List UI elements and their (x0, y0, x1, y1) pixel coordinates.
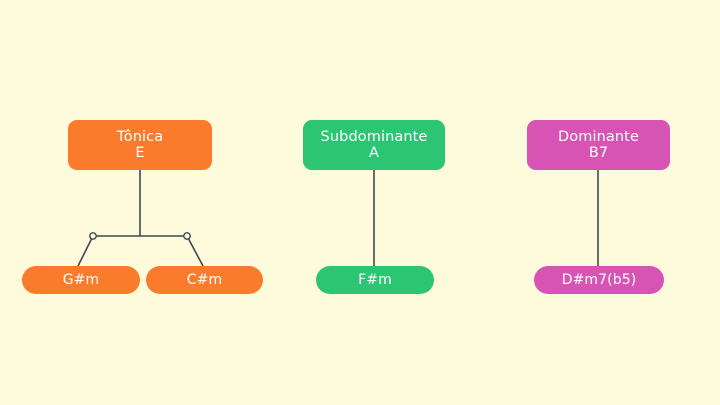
node-tonica-role: Tônica (116, 128, 164, 145)
node-fsharp-m[interactable]: F#m (316, 266, 434, 294)
node-dominante[interactable]: Dominante B7 (527, 120, 670, 170)
node-subdominante-role: Subdominante (320, 128, 428, 145)
node-subdominante-chord: A (368, 145, 380, 161)
node-tonica[interactable]: Tônica E (68, 120, 212, 170)
node-dsharp-m7b5[interactable]: D#m7(b5) (534, 266, 664, 294)
node-gsharp-m-label: G#m (62, 272, 100, 288)
node-dsharp-m7b5-label: D#m7(b5) (561, 272, 637, 288)
node-subdominante[interactable]: Subdominante A (303, 120, 445, 170)
node-tonica-chord: E (135, 145, 145, 161)
node-dominante-role: Dominante (558, 128, 639, 145)
node-csharp-m[interactable]: C#m (146, 266, 263, 294)
node-csharp-m-label: C#m (186, 272, 223, 288)
function-group-tonica: Tônica E G#m C#m (0, 0, 280, 405)
node-fsharp-m-label: F#m (358, 272, 392, 288)
function-group-subdominante: Subdominante A F#m (280, 0, 460, 405)
node-dominante-chord: B7 (588, 145, 609, 161)
node-gsharp-m[interactable]: G#m (22, 266, 140, 294)
function-group-dominante: Dominante B7 D#m7(b5) (460, 0, 720, 405)
